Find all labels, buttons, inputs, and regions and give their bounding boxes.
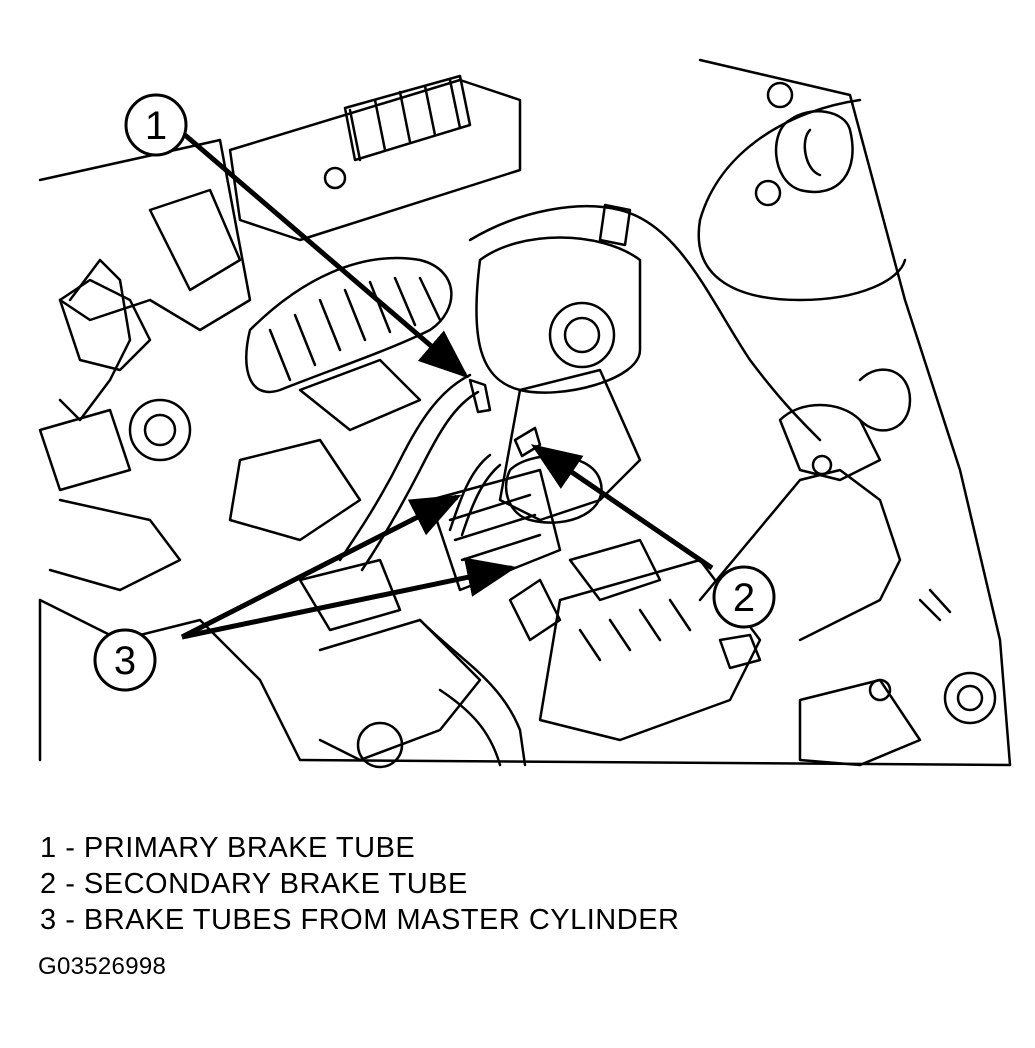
callout-3-number: 3 — [114, 639, 136, 683]
callout-1: 1 — [124, 93, 188, 157]
callout-1-number: 1 — [145, 104, 167, 148]
arrow-master-cylinder-tube-lower — [181, 557, 517, 640]
legend-item-2: 2 - SECONDARY BRAKE TUBE — [40, 866, 679, 902]
callout-3: 3 — [93, 628, 157, 692]
callout-2-circle — [712, 565, 776, 629]
legend-number: 3 — [40, 904, 57, 936]
legend: 1 - PRIMARY BRAKE TUBE 2 - SECONDARY BRA… — [40, 830, 679, 938]
legend-number: 2 — [40, 868, 57, 900]
legend-text: PRIMARY BRAKE TUBE — [83, 832, 416, 864]
arrow-secondary-brake-tube — [530, 444, 714, 571]
figure-id: G03526998 — [38, 953, 167, 980]
callout-arrows — [180, 133, 714, 640]
callout-1-circle — [124, 93, 188, 157]
legend-text: SECONDARY BRAKE TUBE — [83, 868, 468, 900]
callout-3-circle — [93, 628, 157, 692]
legend-separator: - — [56, 868, 84, 900]
legend-separator: - — [56, 904, 84, 936]
legend-separator: - — [56, 832, 84, 864]
callout-2: 2 — [712, 565, 776, 629]
legend-item-3: 3 - BRAKE TUBES FROM MASTER CYLINDER — [40, 902, 679, 938]
engine-bay-illustration: 1 2 3 — [38, 58, 1012, 769]
legend-text: BRAKE TUBES FROM MASTER CYLINDER — [83, 904, 680, 936]
callout-2-number: 2 — [733, 576, 755, 620]
arrow-primary-brake-tube — [183, 133, 469, 379]
legend-item-1: 1 - PRIMARY BRAKE TUBE — [40, 830, 679, 866]
arrow-master-cylinder-tube-upper — [180, 494, 462, 640]
engine-bay-line-art — [38, 58, 1012, 769]
legend-number: 1 — [40, 832, 57, 864]
